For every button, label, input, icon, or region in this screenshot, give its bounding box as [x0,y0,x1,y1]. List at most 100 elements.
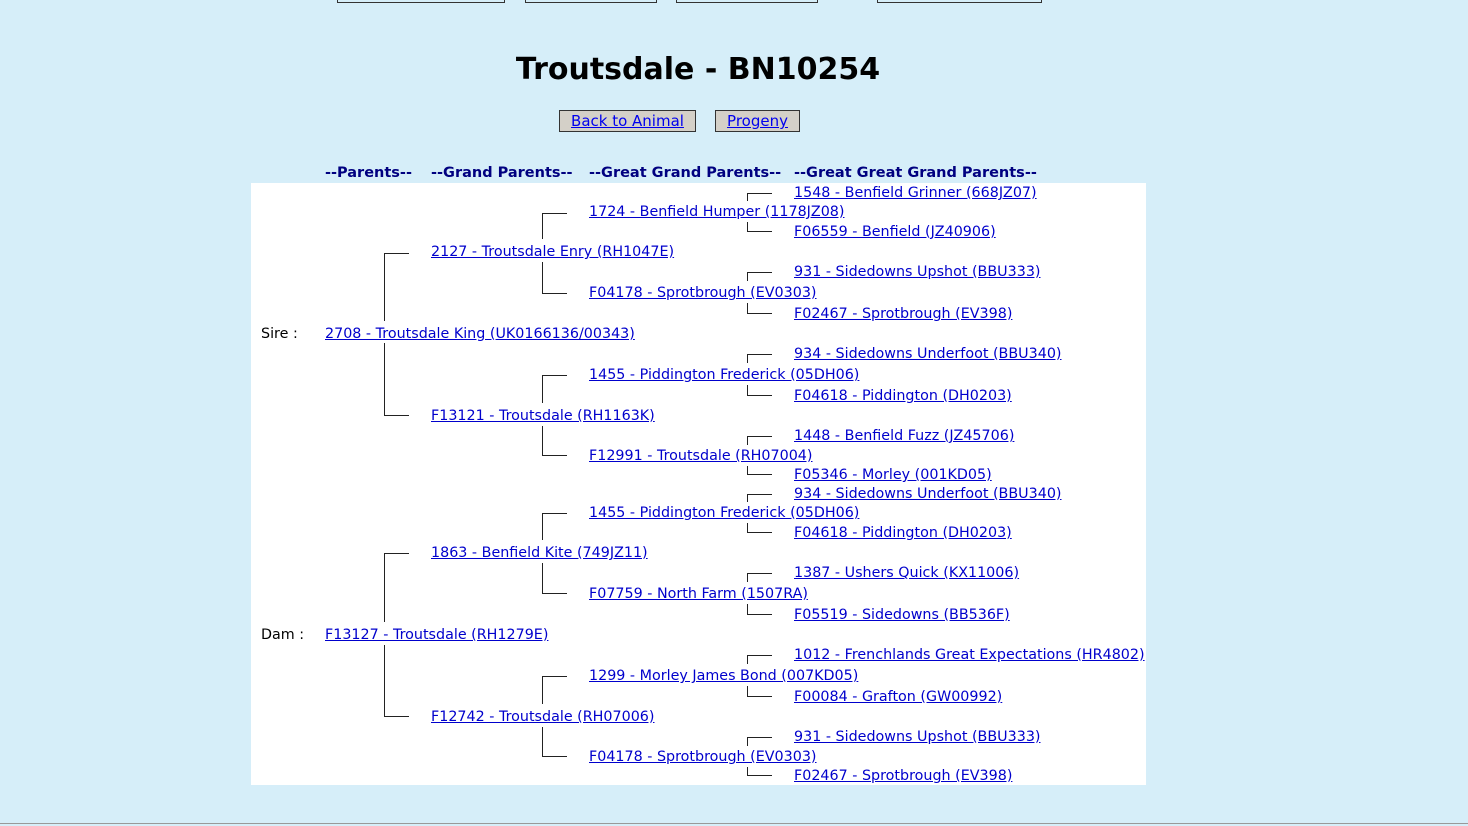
tree-connector [747,573,772,574]
tree-connector [747,231,772,232]
great-great-grandparent-link[interactable]: F02467 - Sprotbrough (EV398) [794,306,1013,322]
great-great-grandparent-link[interactable]: 934 - Sidedowns Underfoot (BBU340) [794,486,1062,502]
great-grandparent-link[interactable]: F04178 - Sprotbrough (EV0303) [589,285,817,301]
tree-connector [747,354,772,355]
header-grand-parents: --Grand Parents-- [431,165,573,181]
great-great-grandparent-link[interactable]: 1548 - Benfield Grinner (668JZ07) [794,185,1037,201]
tree-connector [747,354,748,363]
great-great-grandparent-link[interactable]: F05519 - Sidedowns (BB536F) [794,607,1010,623]
tree-connector [542,563,543,593]
dam-dam-link[interactable]: F12742 - Troutsdale (RH07006) [431,709,655,725]
tree-connector [747,494,748,502]
tree-connector [747,775,772,776]
tree-connector [542,676,567,677]
tree-connector [542,676,543,704]
tree-connector [747,614,772,615]
tree-connector [384,553,385,622]
tree-connector [747,767,748,775]
tree-connector [747,573,748,582]
header-parents: --Parents-- [325,165,412,181]
tree-connector [747,466,748,474]
tree-connector [542,213,567,214]
tree-connector [747,436,748,445]
tree-connector [384,253,385,321]
great-grandparent-link[interactable]: F04178 - Sprotbrough (EV0303) [589,749,817,765]
tree-connector [747,395,772,396]
great-grandparent-link[interactable]: F12991 - Troutsdale (RH07004) [589,448,813,464]
sire-sire-link[interactable]: 2127 - Troutsdale Enry (RH1047E) [431,244,675,260]
tree-connector [542,293,567,294]
tree-connector [747,272,748,281]
tree-connector [747,193,772,194]
tree-connector [542,756,567,757]
tree-connector [747,532,772,533]
tree-connector [384,716,409,717]
tree-connector [542,593,567,594]
tree-connector [747,385,748,395]
top-tab-stub[interactable] [525,0,657,3]
tree-connector [747,737,772,738]
tree-connector [384,343,385,415]
tree-connector [542,455,567,456]
great-great-grandparent-link[interactable]: 931 - Sidedowns Upshot (BBU333) [794,729,1041,745]
tree-connector [542,426,543,455]
great-grandparent-link[interactable]: 1724 - Benfield Humper (1178JZ08) [589,204,845,220]
tree-connector [747,655,772,656]
tree-connector [384,415,409,416]
header-great-great-grand-parents: --Great Great Grand Parents-- [794,165,1037,181]
great-great-grandparent-link[interactable]: 1387 - Ushers Quick (KX11006) [794,565,1020,581]
top-tab-stub[interactable] [877,0,1042,3]
tree-connector [747,303,748,313]
progeny-button[interactable]: Progeny [715,110,800,132]
tree-connector [747,272,772,273]
great-great-grandparent-link[interactable]: F02467 - Sprotbrough (EV398) [794,768,1013,784]
header-great-grand-parents: --Great Grand Parents-- [589,165,782,181]
tree-connector [542,262,543,293]
sire-dam-link[interactable]: F13121 - Troutsdale (RH1163K) [431,408,655,424]
tree-connector [747,604,748,614]
tree-connector [747,494,772,495]
dam-sire-link[interactable]: 1863 - Benfield Kite (749JZ11) [431,545,648,561]
tree-connector [384,645,385,716]
tree-connector [747,696,772,697]
tree-connector [747,523,748,532]
great-great-grandparent-link[interactable]: F04618 - Piddington (DH0203) [794,525,1012,541]
great-grandparent-link[interactable]: F07759 - North Farm (1507RA) [589,586,808,602]
top-tab-stub[interactable] [337,0,505,3]
great-great-grandparent-link[interactable]: F06559 - Benfield (JZ40906) [794,224,996,240]
tree-connector [747,474,772,475]
dam-link[interactable]: F13127 - Troutsdale (RH1279E) [325,627,549,643]
tree-connector [384,553,409,554]
great-great-grandparent-link[interactable]: F00084 - Grafton (GW00992) [794,689,1003,705]
great-great-grandparent-link[interactable]: 1448 - Benfield Fuzz (JZ45706) [794,428,1015,444]
tree-connector [747,193,748,201]
great-great-grandparent-link[interactable]: F04618 - Piddington (DH0203) [794,388,1012,404]
tree-connector [747,737,748,746]
page-title: Troutsdale - BN10254 [515,52,881,87]
great-grandparent-link[interactable]: 1299 - Morley James Bond (007KD05) [589,668,859,684]
sire-link[interactable]: 2708 - Troutsdale King (UK0166136/00343) [325,326,635,342]
sire-label: Sire : [261,326,298,342]
tree-connector [542,375,567,376]
top-tab-stub[interactable] [676,0,818,3]
tree-connector [542,375,543,403]
great-great-grandparent-link[interactable]: 1012 - Frenchlands Great Expectations (H… [794,647,1145,663]
tree-connector [747,313,772,314]
tree-connector [747,655,748,664]
great-grandparent-link[interactable]: 1455 - Piddington Frederick (05DH06) [589,505,860,521]
great-great-grandparent-link[interactable]: 934 - Sidedowns Underfoot (BBU340) [794,346,1062,362]
pedigree-tree: Sire : Dam : 2708 - Troutsdale King (UK0… [251,183,1146,785]
tree-connector [542,727,543,756]
tree-connector [542,513,567,514]
bottom-divider [0,823,1468,824]
tree-connector [747,436,772,437]
tree-connector [747,686,748,696]
great-great-grandparent-link[interactable]: 931 - Sidedowns Upshot (BBU333) [794,264,1041,280]
tree-connector [384,253,409,254]
tree-connector [747,222,748,231]
great-grandparent-link[interactable]: 1455 - Piddington Frederick (05DH06) [589,367,860,383]
tree-connector [542,213,543,239]
great-great-grandparent-link[interactable]: F05346 - Morley (001KD05) [794,467,992,483]
back-to-animal-button[interactable]: Back to Animal [559,110,696,132]
tree-connector [542,513,543,540]
